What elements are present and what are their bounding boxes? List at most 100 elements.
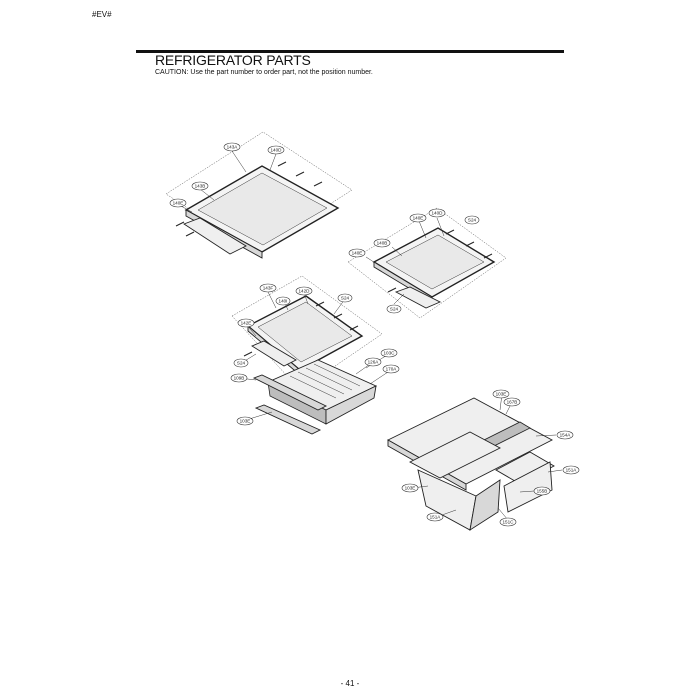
drawer-left-side bbox=[469, 479, 501, 531]
callout-140e: 140E bbox=[348, 248, 366, 258]
svg-text:S24: S24 bbox=[237, 361, 246, 366]
dashed-frame bbox=[231, 275, 383, 391]
shelf-and-tray-assembly bbox=[231, 275, 392, 435]
svg-text:140D: 140D bbox=[271, 148, 283, 153]
callout-140b: 140B bbox=[373, 238, 391, 248]
shelf-trim bbox=[251, 340, 297, 367]
callout-103c: 103C bbox=[380, 348, 398, 358]
callout-143f: 143F bbox=[259, 283, 277, 293]
leader-line bbox=[393, 293, 405, 305]
screw bbox=[185, 231, 195, 237]
svg-text:140I: 140I bbox=[279, 299, 288, 304]
svg-text:S24: S24 bbox=[468, 218, 477, 223]
callout-151c: 151C bbox=[499, 517, 517, 527]
svg-text:143A: 143A bbox=[227, 145, 239, 150]
leader-line bbox=[535, 434, 557, 437]
svg-text:103C: 103C bbox=[384, 351, 396, 356]
svg-text:154A: 154A bbox=[560, 433, 572, 438]
svg-text:142E: 142E bbox=[241, 321, 252, 326]
callout-140e: 140E bbox=[169, 198, 187, 208]
screw bbox=[349, 325, 359, 331]
drawer-left-top bbox=[409, 431, 501, 479]
svg-text:126A: 126A bbox=[368, 360, 380, 365]
callout-s24: S24 bbox=[464, 215, 480, 225]
svg-text:140B: 140B bbox=[377, 241, 388, 246]
screw bbox=[465, 241, 475, 247]
tray-rib bbox=[297, 371, 345, 395]
callout-109b: 109B bbox=[230, 373, 248, 383]
shelf-glass bbox=[257, 301, 353, 363]
screw bbox=[243, 351, 253, 357]
caution-note: CAUTION: Use the part number to order pa… bbox=[155, 69, 373, 76]
leader-line bbox=[441, 509, 457, 516]
svg-text:140E: 140E bbox=[173, 201, 184, 206]
callout-126a: 126A bbox=[364, 357, 382, 367]
leader-line bbox=[391, 246, 403, 257]
tray-rib bbox=[305, 367, 353, 391]
svg-text:109B: 109B bbox=[234, 376, 245, 381]
title-rule bbox=[136, 50, 564, 53]
svg-text:170A: 170A bbox=[386, 367, 398, 372]
screw bbox=[315, 301, 325, 307]
svg-text:142D: 142D bbox=[299, 289, 311, 294]
callout-167b: 167B bbox=[503, 397, 521, 407]
svg-text:140D: 140D bbox=[432, 211, 444, 216]
tray-rib bbox=[289, 375, 337, 399]
leader-line bbox=[519, 490, 535, 493]
callout-142d: 142D bbox=[295, 286, 313, 296]
callout-142e: 142E bbox=[237, 318, 255, 328]
shelf-trim bbox=[183, 217, 247, 255]
callout-154a: 154A bbox=[556, 430, 574, 440]
callout-103e: 103E bbox=[236, 416, 254, 426]
svg-text:103E: 103E bbox=[496, 392, 507, 397]
callout-140e: 140E bbox=[409, 213, 427, 223]
callout-103e: 103E bbox=[492, 389, 510, 399]
screw bbox=[295, 171, 305, 177]
screw bbox=[175, 221, 185, 227]
page-title: REFRIGERATOR PARTS bbox=[155, 52, 311, 68]
callout-151a: 151A bbox=[562, 465, 580, 475]
svg-text:103E: 103E bbox=[405, 486, 416, 491]
callout-143a: 143A bbox=[223, 142, 241, 152]
drawer-right-front bbox=[503, 461, 553, 513]
callout-155b: 155B bbox=[533, 486, 551, 496]
leader-line bbox=[231, 150, 247, 173]
svg-text:140E: 140E bbox=[413, 216, 424, 221]
shelf-assembly-right bbox=[347, 207, 507, 319]
shelf-assembly-upper-left bbox=[165, 131, 353, 259]
drawer-right-top bbox=[495, 451, 555, 485]
slide-rail bbox=[252, 374, 328, 411]
callout-151a: 151A bbox=[426, 512, 444, 522]
svg-text:151C: 151C bbox=[503, 520, 515, 525]
dashed-frame bbox=[165, 131, 353, 253]
svg-text:167B: 167B bbox=[507, 400, 518, 405]
svg-text:151A: 151A bbox=[430, 515, 442, 520]
svg-text:103E: 103E bbox=[240, 419, 251, 424]
svg-text:143B: 143B bbox=[195, 184, 206, 189]
screw bbox=[445, 229, 455, 235]
shelf-glass bbox=[197, 172, 328, 246]
callout-170a: 170A bbox=[382, 364, 400, 374]
callout-s24: S24 bbox=[386, 304, 402, 314]
dashed-frame bbox=[347, 207, 507, 319]
svg-text:S24: S24 bbox=[390, 307, 399, 312]
crisper-drawer-assembly bbox=[387, 393, 563, 531]
leader-line bbox=[418, 220, 427, 239]
screw bbox=[483, 253, 493, 259]
svg-text:151A: 151A bbox=[566, 468, 578, 473]
page-number: - 41 - bbox=[340, 679, 360, 688]
callout-s24: S24 bbox=[337, 293, 353, 303]
leader-line bbox=[365, 256, 381, 267]
leader-line bbox=[269, 153, 277, 171]
svg-text:143F: 143F bbox=[263, 286, 274, 291]
screw bbox=[387, 287, 397, 293]
svg-text:S24: S24 bbox=[341, 296, 350, 301]
leader-line bbox=[267, 291, 277, 309]
callout-143b: 143B bbox=[191, 181, 209, 191]
screw bbox=[333, 313, 343, 319]
leader-line bbox=[436, 217, 445, 237]
screw bbox=[277, 161, 287, 167]
svg-text:140E: 140E bbox=[352, 251, 363, 256]
shelf-trim bbox=[394, 286, 442, 309]
